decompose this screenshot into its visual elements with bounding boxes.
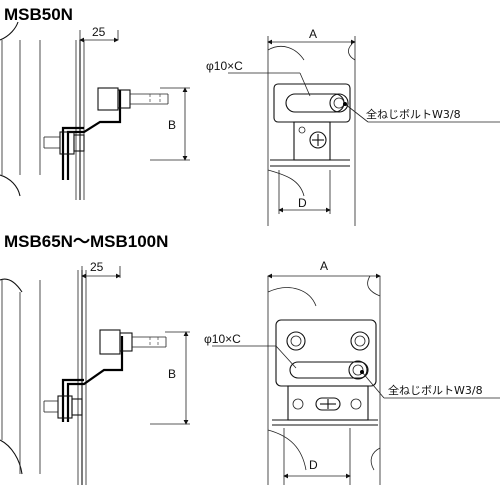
section-2-front-view <box>212 273 500 485</box>
section-2-side-dim: 25 <box>90 260 104 274</box>
section-1-bottom-dim: D <box>298 196 307 210</box>
section-1-bolt-label: 全ねじボルトW3/8 <box>366 107 461 121</box>
section-2-side-view <box>0 266 190 485</box>
section-1-side-dim: 25 <box>92 25 106 39</box>
section-2-hole-label: φ10×C <box>204 332 241 346</box>
section-1-front-view <box>228 36 500 226</box>
section-2-title: MSB65N～MSB100N <box>4 232 168 251</box>
section-2-bolt-label: 全ねじボルトW3/8 <box>388 383 483 397</box>
section-1-title: MSB50N <box>4 5 73 24</box>
section-1-width-dim: A <box>309 27 317 41</box>
section-1-side-view <box>0 21 190 200</box>
section-2-bottom-dim: D <box>309 458 318 472</box>
section-1-hole-label: φ10×C <box>206 59 243 73</box>
section-2-height-dim: B <box>168 367 176 381</box>
section-2-width-dim: A <box>320 259 328 273</box>
section-1-height-dim: B <box>168 118 176 132</box>
